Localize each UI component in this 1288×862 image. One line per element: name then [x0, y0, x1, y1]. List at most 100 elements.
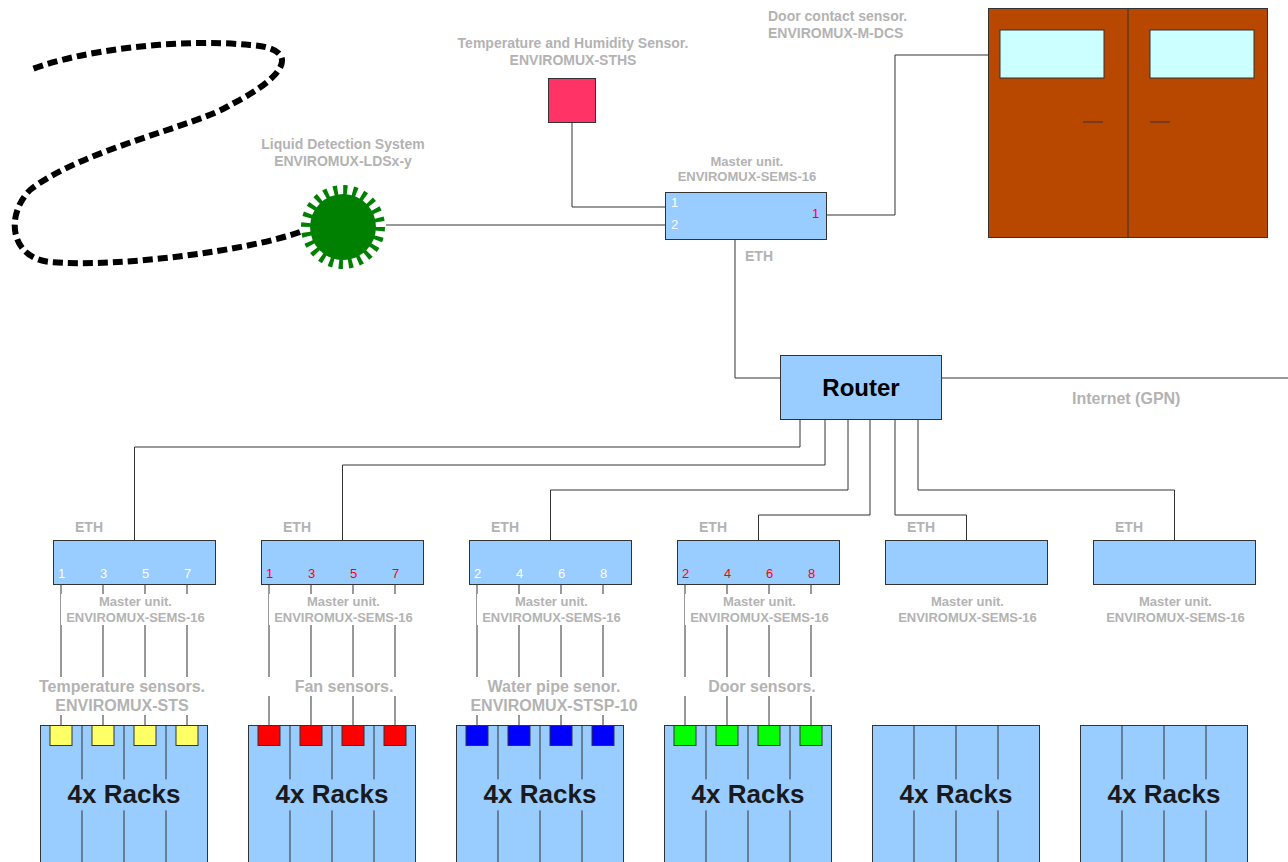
port-number: 4 — [724, 566, 731, 582]
gear-body — [310, 194, 376, 260]
port-number: 6 — [766, 566, 773, 582]
edge-label: ETH — [699, 519, 727, 536]
connector-wire — [386, 225, 665, 226]
rack-group: 4x Racks — [664, 725, 832, 862]
rack-group: 4x Racks — [872, 725, 1040, 862]
device-label: Door contact sensor. ENVIROMUX-M-DCS — [768, 8, 963, 42]
gear-drawing — [300, 184, 386, 270]
leak-detector: Liquid Detection System ENVIROMUX-LDSx-y — [300, 184, 386, 270]
door-contact: Door contact sensor. ENVIROMUX-M-DCS — [988, 8, 1268, 238]
connector-wire — [572, 123, 665, 207]
rack-group: 4x Racks — [248, 725, 416, 862]
door-window — [1000, 30, 1104, 78]
door-handle — [1083, 122, 1103, 123]
port-number: 1 — [812, 206, 819, 222]
port-number: 7 — [184, 566, 191, 582]
port-number: 6 — [558, 566, 565, 582]
rack-label: 4x Racks — [273, 779, 392, 810]
port-number: 5 — [142, 566, 149, 582]
port-number: 2 — [671, 217, 678, 233]
device-label: Temperature and Humidity Sensor. ENVIROM… — [448, 35, 698, 69]
unit-label: Master unit. ENVIROMUX-SEMS-16 — [672, 154, 822, 185]
unit-label: Master unit. ENVIROMUX-SEMS-16 — [269, 594, 419, 625]
master-unit: Master unit. ENVIROMUX-SEMS-161357 — [261, 540, 424, 585]
rack-frame — [41, 726, 208, 862]
rack-sensor — [550, 726, 572, 746]
unit-label: Master unit. ENVIROMUX-SEMS-16 — [477, 594, 627, 625]
master-unit: Master unit. ENVIROMUX-SEMS-16 — [885, 540, 1048, 585]
door-gap — [1128, 8, 1129, 238]
rack-frame — [457, 726, 624, 862]
rack-group: 4x Racks — [40, 725, 208, 862]
port-number: 1 — [671, 195, 678, 211]
unit-label: Master unit. ENVIROMUX-SEMS-16 — [893, 594, 1043, 625]
edge-label: ETH — [491, 519, 519, 536]
rack-sensor — [300, 726, 322, 746]
gear-teeth — [307, 191, 379, 263]
rack-group: 4x Racks — [1080, 725, 1248, 862]
rack-sensor — [92, 726, 114, 746]
connector-wire — [343, 420, 826, 540]
rack-sensor — [800, 726, 822, 746]
edge-label: ETH — [283, 519, 311, 536]
master-unit: Master unit. ENVIROMUX-SEMS-16 — [1093, 540, 1256, 585]
master-unit: Master unit. ENVIROMUX-SEMS-162468 — [469, 540, 632, 585]
sensing-cable — [15, 43, 300, 263]
rack-sensor — [176, 726, 198, 746]
rack-label: 4x Racks — [481, 779, 600, 810]
edge-label: ETH — [745, 248, 773, 265]
sensor-label: Water pipe senor. ENVIROMUX-STSP-10 — [452, 677, 656, 715]
network-label: Internet (GPN) — [1070, 389, 1234, 408]
door-window — [1150, 30, 1254, 78]
device-label: Liquid Detection System ENVIROMUX-LDSx-y — [243, 136, 443, 170]
master-unit: Master unit. ENVIROMUX-SEMS-162468 — [677, 540, 840, 585]
unit-label: Master unit. ENVIROMUX-SEMS-16 — [1101, 594, 1251, 625]
port-number: 5 — [350, 566, 357, 582]
port-number: 4 — [516, 566, 523, 582]
port-number: 1 — [266, 566, 273, 582]
router-label: Router — [822, 373, 899, 402]
port-number: 7 — [392, 566, 399, 582]
sensor-label: Temperature sensors. ENVIROMUX-STS — [20, 677, 224, 715]
unit-label: Master unit. ENVIROMUX-SEMS-16 — [61, 594, 211, 625]
internet-wire — [942, 378, 1288, 379]
rack-sensor — [674, 726, 696, 746]
rack-frame — [1081, 726, 1248, 862]
unit-label: Master unit. ENVIROMUX-SEMS-16 — [685, 594, 835, 625]
rack-group: 4x Racks — [456, 725, 624, 862]
door-leaves — [989, 9, 1268, 238]
edge-label: ETH — [907, 519, 935, 536]
rack-label: 4x Racks — [1105, 779, 1224, 810]
port-number: 3 — [308, 566, 315, 582]
rack-label: 4x Racks — [897, 779, 1016, 810]
rack-sensor — [716, 726, 738, 746]
door-drawing — [988, 8, 1268, 238]
rack-sensor — [758, 726, 780, 746]
door-handle — [1150, 122, 1170, 123]
rack-sensor — [384, 726, 406, 746]
connector-wire — [918, 420, 1175, 540]
port-number: 2 — [682, 566, 689, 582]
connector-wire — [759, 420, 871, 540]
sensor-label: Door sensors. — [660, 677, 864, 696]
rack-sensor — [466, 726, 488, 746]
connector-wire — [895, 420, 967, 540]
master-unit: Master unit. ENVIROMUX-SEMS-16121 — [665, 192, 827, 240]
rack-label: 4x Racks — [65, 779, 184, 810]
rack-sensor — [50, 726, 72, 746]
port-number: 8 — [600, 566, 607, 582]
rack-frame — [873, 726, 1040, 862]
rack-label: 4x Racks — [689, 779, 808, 810]
master-unit: Master unit. ENVIROMUX-SEMS-161357 — [53, 540, 216, 585]
port-number: 2 — [474, 566, 481, 582]
rack-frame — [249, 726, 416, 862]
sensor-box: Temperature and Humidity Sensor. ENVIROM… — [548, 78, 596, 123]
connector-wire — [827, 55, 988, 215]
connector-wire — [135, 420, 801, 540]
rack-sensor — [508, 726, 530, 746]
rack-sensor — [342, 726, 364, 746]
sensor-label: Fan sensors. — [242, 677, 446, 696]
edge-label: ETH — [1115, 519, 1143, 536]
